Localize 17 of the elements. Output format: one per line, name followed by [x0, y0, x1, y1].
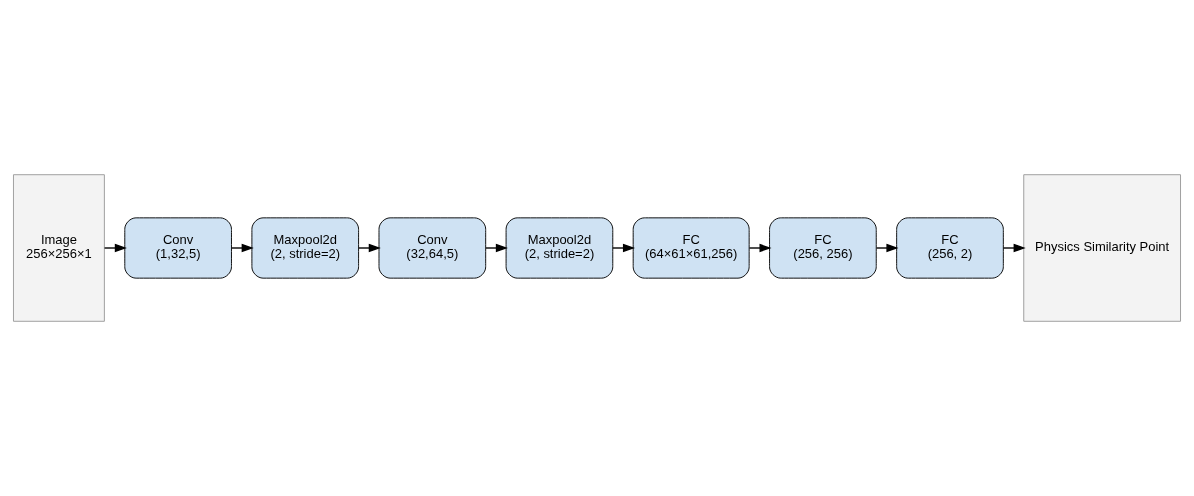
- node-box: Conv (1,32,5): [124, 217, 232, 279]
- arrow: [103, 243, 127, 253]
- arrow: [231, 243, 254, 253]
- arrow: [485, 243, 508, 253]
- node-box: Image 256×256×1: [13, 174, 105, 322]
- arrow: [875, 243, 899, 253]
- node-box: Maxpool2d (2, stride=2): [251, 217, 360, 279]
- node-box: FC (256, 2): [896, 217, 1004, 279]
- arrow: [612, 243, 635, 253]
- node-box: Maxpool2d (2, stride=2): [505, 217, 614, 279]
- arrow: [748, 243, 772, 253]
- node-box: Conv (32,64,5): [378, 217, 487, 279]
- node-box: Physics Similarity Point: [1023, 174, 1181, 322]
- node-box: FC (256, 256): [769, 217, 877, 279]
- node-box: FC (64×61×61,256): [632, 217, 750, 279]
- arrow: [1002, 243, 1026, 253]
- arrow: [358, 243, 381, 253]
